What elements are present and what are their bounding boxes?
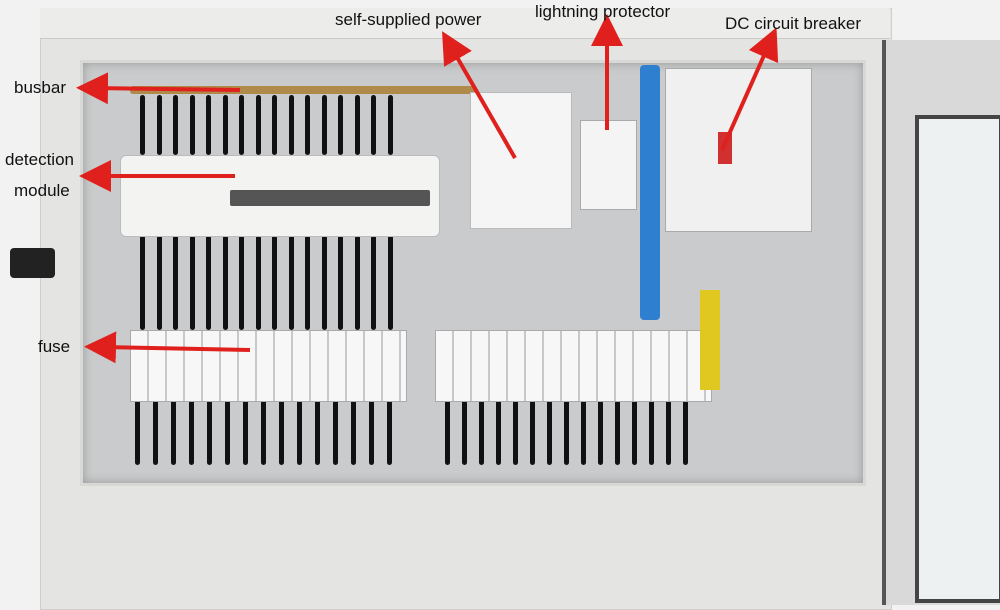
cable — [261, 400, 266, 465]
label-self-supplied-power: self-supplied power — [335, 10, 482, 29]
cable — [156, 95, 162, 155]
cable — [354, 235, 360, 330]
cable — [140, 95, 145, 155]
hinge-latch — [10, 248, 55, 278]
cable — [173, 95, 178, 155]
cable — [321, 235, 327, 330]
cable — [189, 95, 195, 155]
cable — [305, 235, 310, 330]
fuse-row-left — [130, 330, 407, 402]
cable — [496, 400, 501, 465]
cable — [632, 400, 637, 465]
cable — [305, 95, 310, 155]
fuse-row-right — [435, 330, 712, 402]
cable — [581, 400, 586, 465]
cable — [649, 400, 654, 465]
cable — [321, 95, 327, 155]
cable — [513, 400, 518, 465]
cable — [354, 95, 360, 155]
cable — [530, 400, 535, 465]
cable — [666, 400, 671, 465]
cable — [387, 235, 393, 330]
cable — [206, 235, 211, 330]
cable — [333, 400, 338, 465]
cable — [255, 235, 261, 330]
busbar-arrow — [76, 72, 241, 105]
cable — [387, 400, 392, 465]
cable — [255, 95, 261, 155]
module-display — [230, 190, 430, 206]
cable — [479, 400, 484, 465]
self-supplied-power-unit — [470, 92, 572, 229]
cable — [222, 235, 228, 330]
label-lightning-protector: lightning protector — [535, 2, 671, 21]
cable — [445, 400, 450, 465]
breaker-arrow — [720, 27, 779, 151]
cable — [387, 95, 393, 155]
cable — [598, 400, 603, 465]
dc-circuit-breaker — [665, 68, 812, 232]
cable — [239, 235, 244, 330]
ground-terminal — [700, 290, 720, 390]
cable — [615, 400, 620, 465]
cable — [369, 400, 374, 465]
cable — [462, 400, 467, 465]
cable — [140, 235, 145, 330]
cable — [315, 400, 320, 465]
cable — [564, 400, 569, 465]
busbar — [130, 86, 475, 94]
cable — [351, 400, 356, 465]
cable — [371, 95, 376, 155]
cable — [371, 235, 376, 330]
fuse-arrow — [84, 331, 251, 364]
cable — [206, 95, 211, 155]
label-dc-circuit-breaker: DC circuit breaker — [725, 14, 862, 33]
cable — [173, 235, 178, 330]
cable — [189, 400, 194, 465]
label-busbar: busbar — [14, 78, 66, 97]
cable — [547, 400, 552, 465]
cable — [683, 400, 688, 465]
cable — [239, 95, 244, 155]
cable — [225, 400, 230, 465]
cable — [272, 235, 277, 330]
cable — [135, 400, 140, 465]
cable — [171, 400, 176, 465]
label-detection: detection — [5, 150, 74, 169]
cable — [156, 235, 162, 330]
cable — [288, 95, 294, 155]
cable — [338, 235, 343, 330]
cable — [338, 95, 343, 155]
cable — [153, 400, 158, 465]
cable — [243, 400, 248, 465]
cable — [272, 95, 277, 155]
cable — [207, 400, 212, 465]
label-fuse: fuse — [38, 337, 71, 356]
cable — [279, 400, 284, 465]
cable — [222, 95, 228, 155]
cable — [189, 235, 195, 330]
label-module: module — [14, 181, 70, 200]
power-arrow — [442, 31, 517, 159]
lightning-protector — [580, 120, 637, 210]
cable — [297, 400, 302, 465]
blue-bar — [640, 65, 660, 320]
cable — [288, 235, 294, 330]
